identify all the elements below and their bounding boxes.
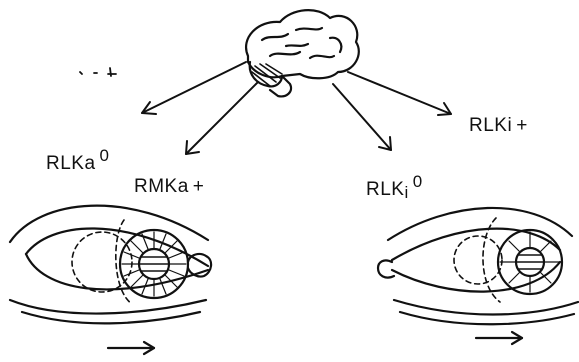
brain-icon — [246, 10, 359, 96]
label-right-outer-base: RLKi — [469, 115, 512, 136]
label-left-outer-sup: 0 — [100, 146, 110, 165]
left-direction-arrow-icon — [108, 342, 154, 354]
label-right-inner: RLKi0 — [366, 172, 423, 203]
arrow-to-right-outer — [348, 72, 451, 115]
label-right-outer: RLKi+ — [469, 115, 528, 137]
left-eye-icon — [10, 206, 211, 324]
label-right-outer-sign: + — [516, 115, 528, 136]
arrow-to-right-inner — [333, 84, 391, 150]
right-direction-arrow-icon — [476, 332, 522, 344]
arrow-to-left-inner — [186, 82, 258, 154]
label-left-inner-sign: + — [193, 176, 205, 197]
label-left-inner-base: RMKa — [134, 176, 189, 197]
right-eye-icon — [378, 208, 578, 324]
stray-marks — [80, 68, 116, 76]
label-right-inner-sub: i — [404, 183, 408, 202]
label-right-inner-base: RLK — [366, 179, 404, 200]
label-left-inner: RMKa+ — [134, 176, 204, 198]
label-right-inner-sup: 0 — [413, 172, 423, 191]
label-left-outer-base: RLKa — [46, 153, 96, 174]
innervation-arrows — [142, 62, 451, 154]
arrow-to-left-outer — [142, 62, 246, 114]
